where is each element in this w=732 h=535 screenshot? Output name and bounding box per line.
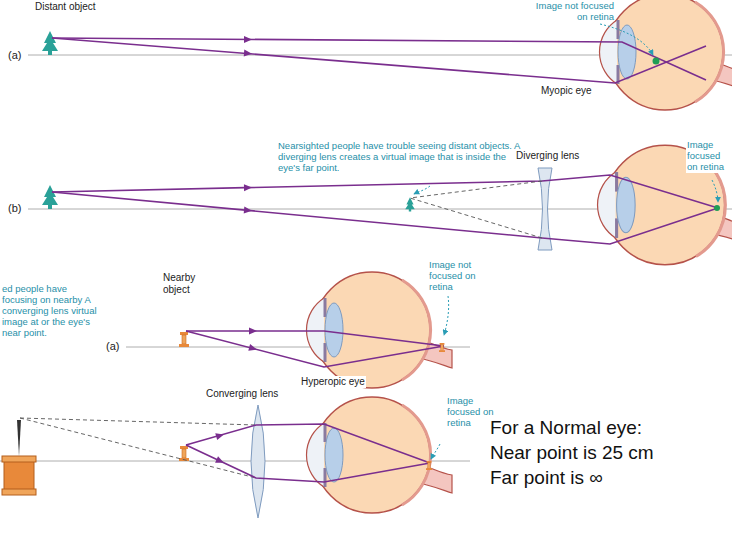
- callout-note: ed people have focusing on nearby A conv…: [2, 284, 102, 339]
- eye-label: Myopic eye: [540, 85, 593, 97]
- object-label: Distant object: [35, 1, 97, 13]
- lens-label: Converging lens: [206, 388, 296, 400]
- panel-letter: (b): [8, 202, 28, 215]
- object-label: Nearby object: [163, 272, 219, 295]
- panel-letter: (a): [8, 49, 28, 62]
- eye-label: Hyperopic eye: [300, 376, 366, 388]
- callout-note: Image not focused on retina: [528, 1, 614, 23]
- callout-note: Nearsighted people have trouble seeing d…: [278, 141, 523, 174]
- panel-letter: (a): [106, 340, 126, 353]
- note-text: Far point is ∞: [490, 467, 730, 489]
- lens-label: Diverging lens: [516, 150, 600, 162]
- callout-note: Image not focused on retina: [428, 260, 496, 293]
- note-text: For a Normal eye:: [490, 417, 730, 439]
- note-text: Near point is 25 cm: [490, 442, 730, 464]
- callout-note: Image focused on retina: [686, 140, 732, 173]
